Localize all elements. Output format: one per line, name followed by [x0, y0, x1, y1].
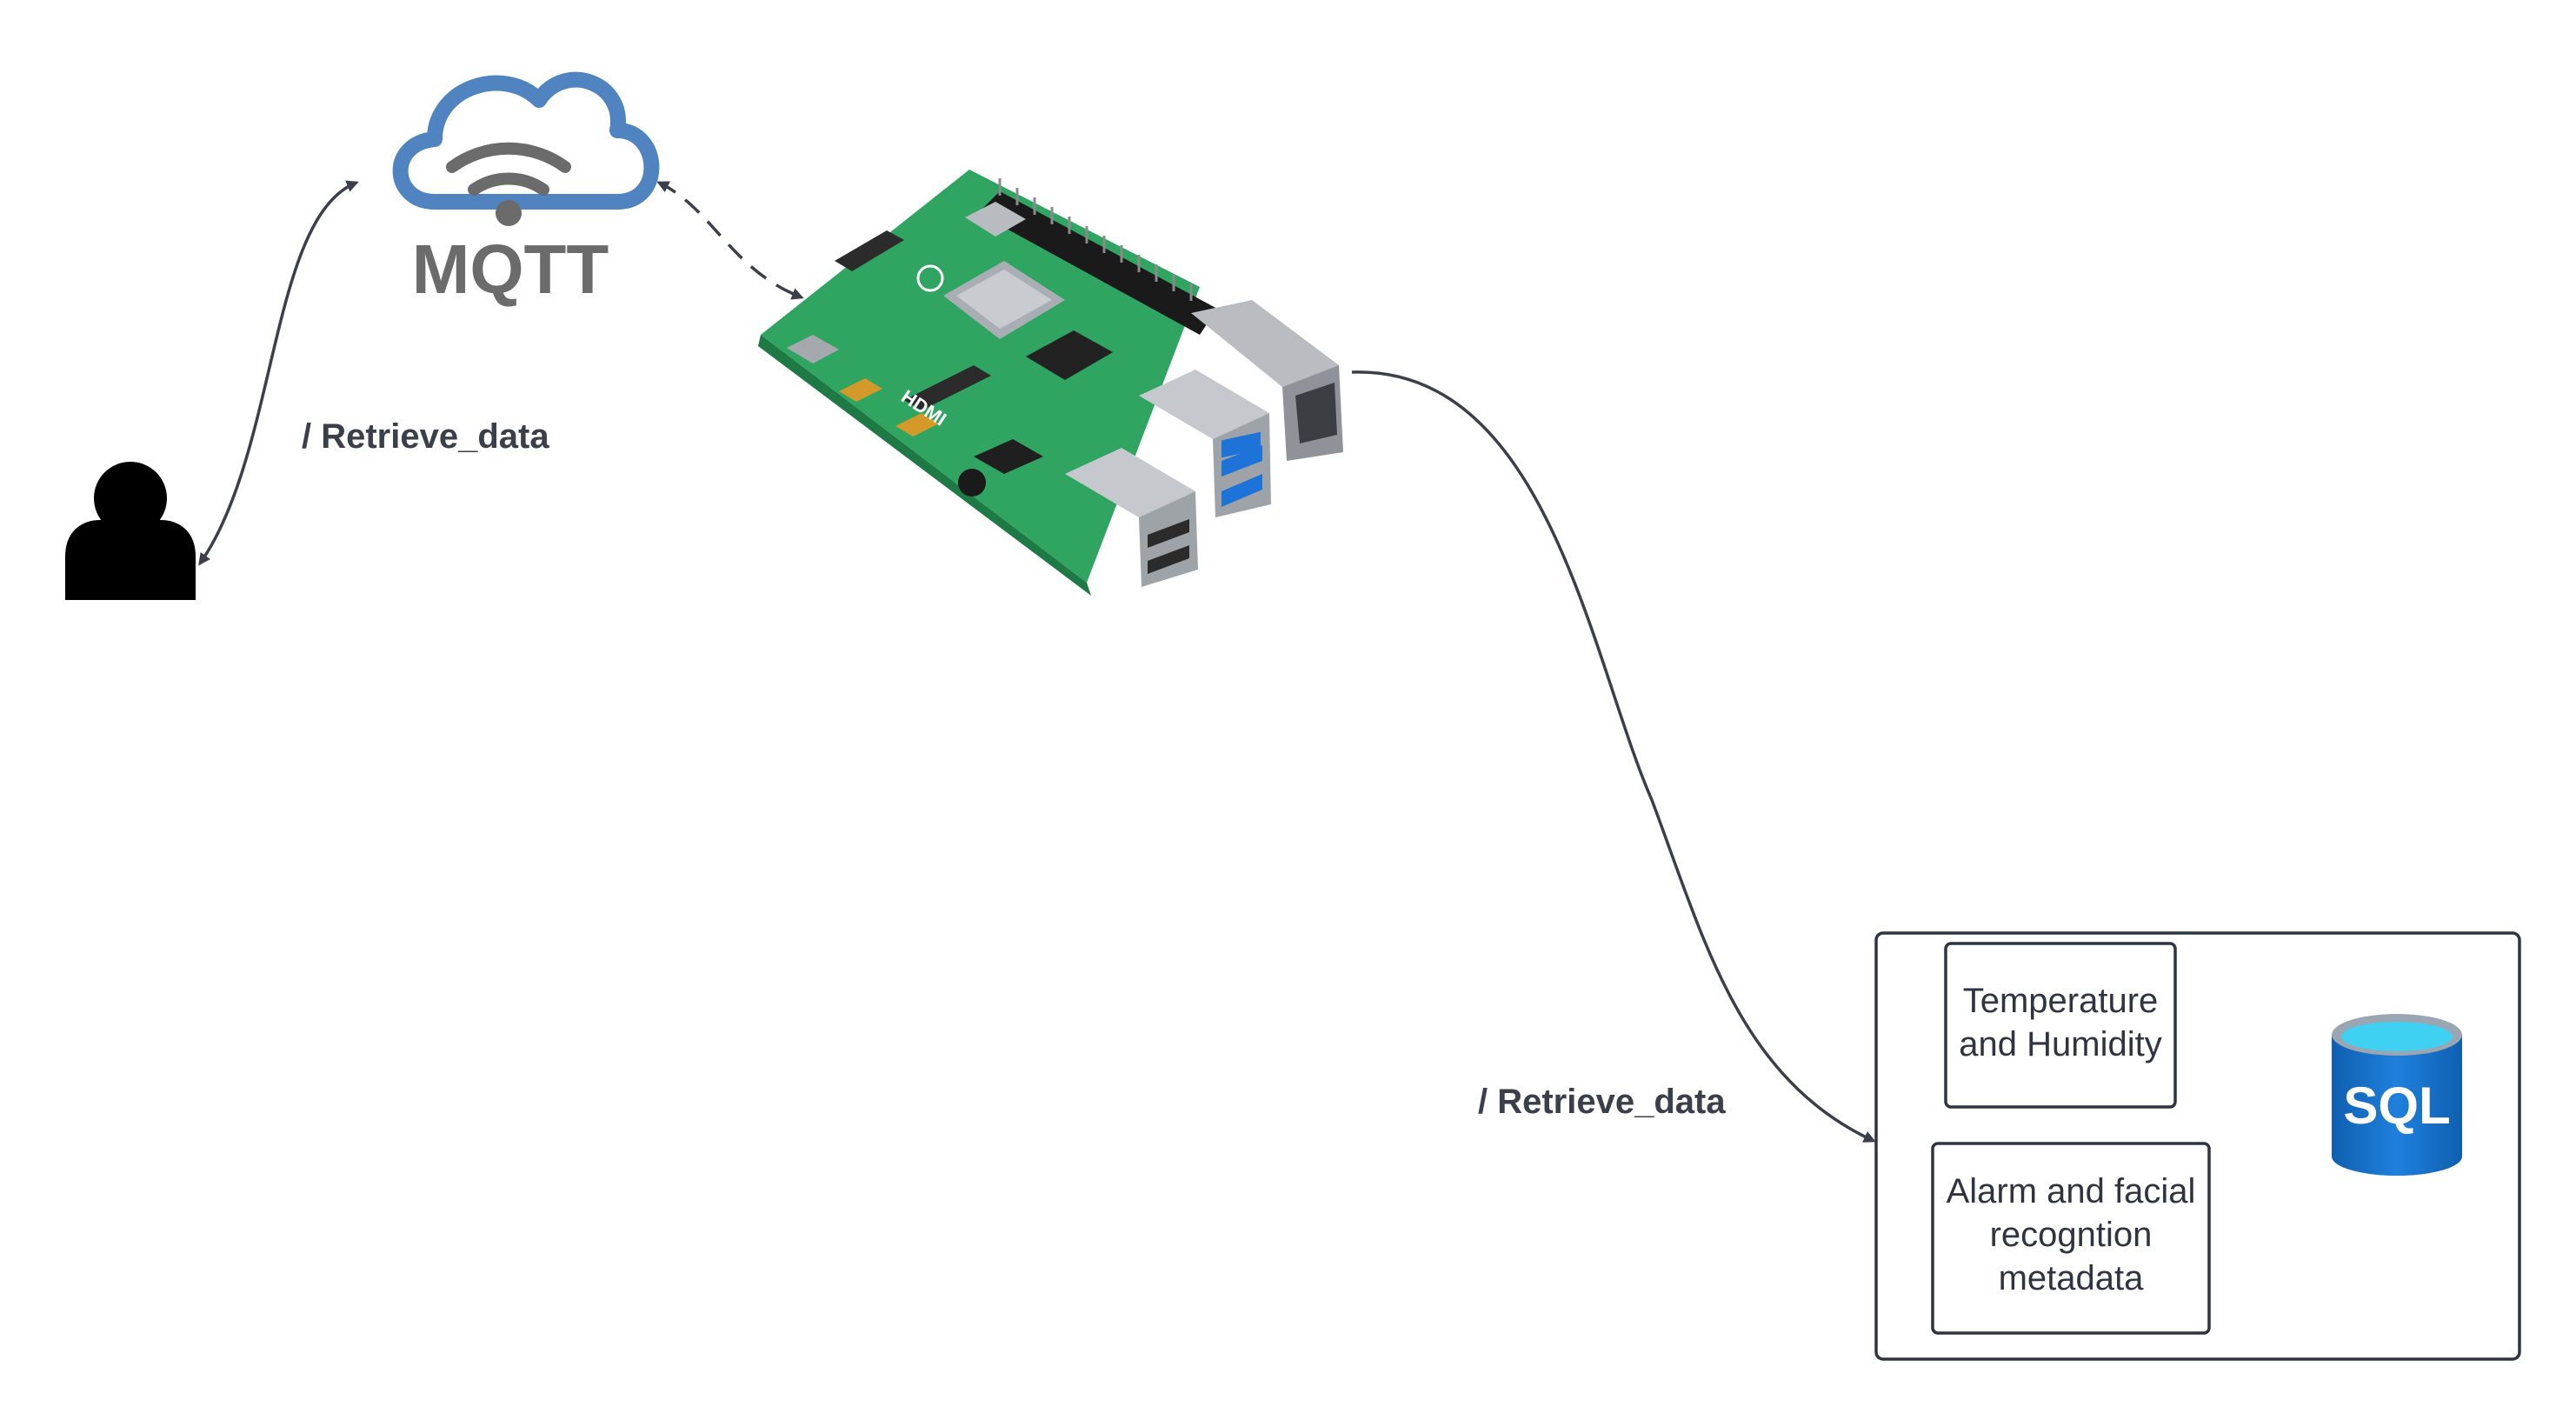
- mqtt-label: MQTT: [412, 230, 609, 308]
- edge-label-user-broker: / Retrieve_data: [302, 417, 549, 456]
- edge-broker-device: [656, 181, 804, 300]
- edge-user-broker: [198, 180, 359, 566]
- temperature-line-2: and Humidity: [1959, 1025, 2161, 1063]
- edge-label-device-storage: / Retrieve_data: [1478, 1083, 1726, 1121]
- alarm-line-3: metadata: [1999, 1259, 2145, 1297]
- raspberry-pi-board-icon: HDMI: [758, 170, 1343, 596]
- cloud-wifi-icon: [392, 71, 660, 226]
- temperature-humidity-box: Temperature and Humidity: [1944, 942, 2177, 1109]
- mqtt-broker: MQTT: [392, 71, 660, 308]
- edge-device-storage: [1351, 370, 1876, 1143]
- sql-label: SQL: [2343, 1077, 2450, 1135]
- temperature-line-1: Temperature: [1963, 982, 2159, 1020]
- storage-container: Temperature and Humidity Alarm and facia…: [1874, 931, 2521, 1361]
- alarm-line-1: Alarm and facial: [1947, 1172, 2196, 1210]
- alarm-line-2: recogntion: [1990, 1216, 2153, 1254]
- alarm-facial-metadata-box: Alarm and facial recogntion metadata: [1931, 1142, 2211, 1335]
- sql-database-icon: SQL: [2332, 1014, 2462, 1176]
- user-icon: [65, 462, 196, 600]
